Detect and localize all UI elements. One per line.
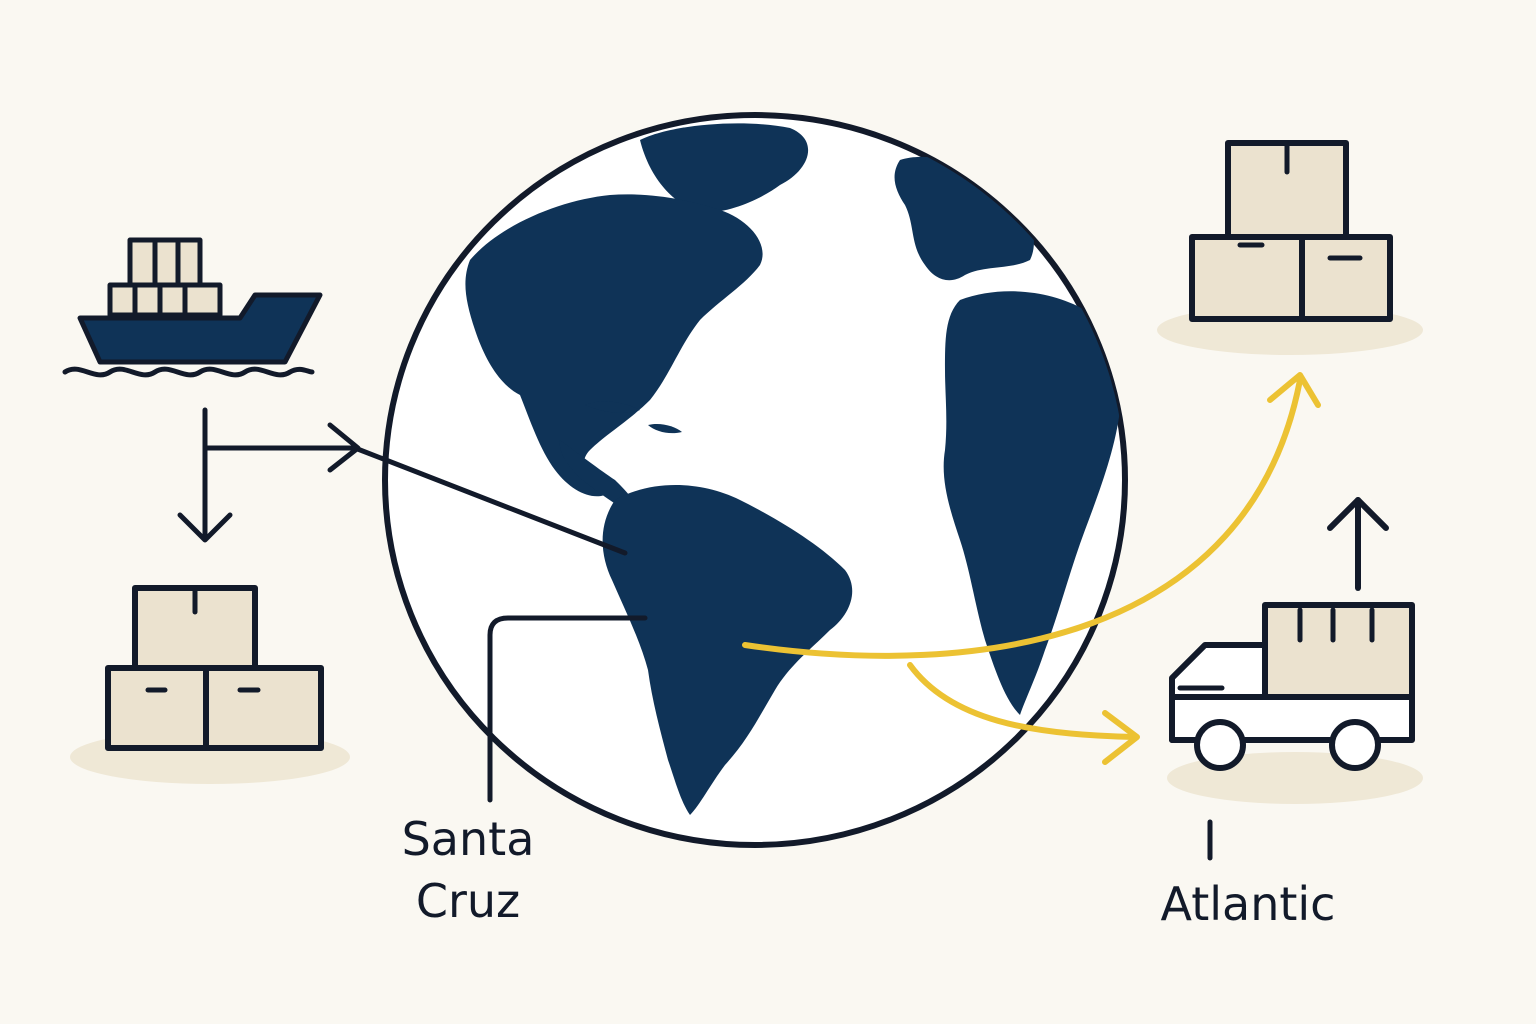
santa-cruz-label-line2: Cruz <box>416 874 520 928</box>
santa-cruz-connector <box>487 615 648 803</box>
warehouse-arrow-head <box>1267 372 1321 408</box>
atlantic-label: Atlantic <box>1161 877 1336 931</box>
south-america-landmass <box>602 485 853 815</box>
stacked-boxes-icon <box>1157 140 1423 355</box>
route-to-truck <box>907 662 1138 740</box>
africa-landmass <box>943 291 1122 715</box>
yellow-routes <box>742 372 1321 765</box>
greenland-landmass <box>640 123 809 213</box>
truck-arrow-head <box>1102 710 1140 765</box>
santa-cruz-label-line1: Santa <box>402 812 535 866</box>
delivery-truck-icon <box>1167 497 1423 804</box>
up-arrow-icon <box>1327 497 1389 591</box>
north-america-landmass <box>465 194 763 497</box>
ship-route-arrows <box>177 407 628 556</box>
globe-icon <box>382 112 1128 848</box>
stacked-boxes-icon <box>70 585 350 784</box>
central-america-landmass <box>559 440 635 512</box>
cargo-ship-icon <box>62 237 323 378</box>
route-to-warehouse <box>742 377 1303 659</box>
